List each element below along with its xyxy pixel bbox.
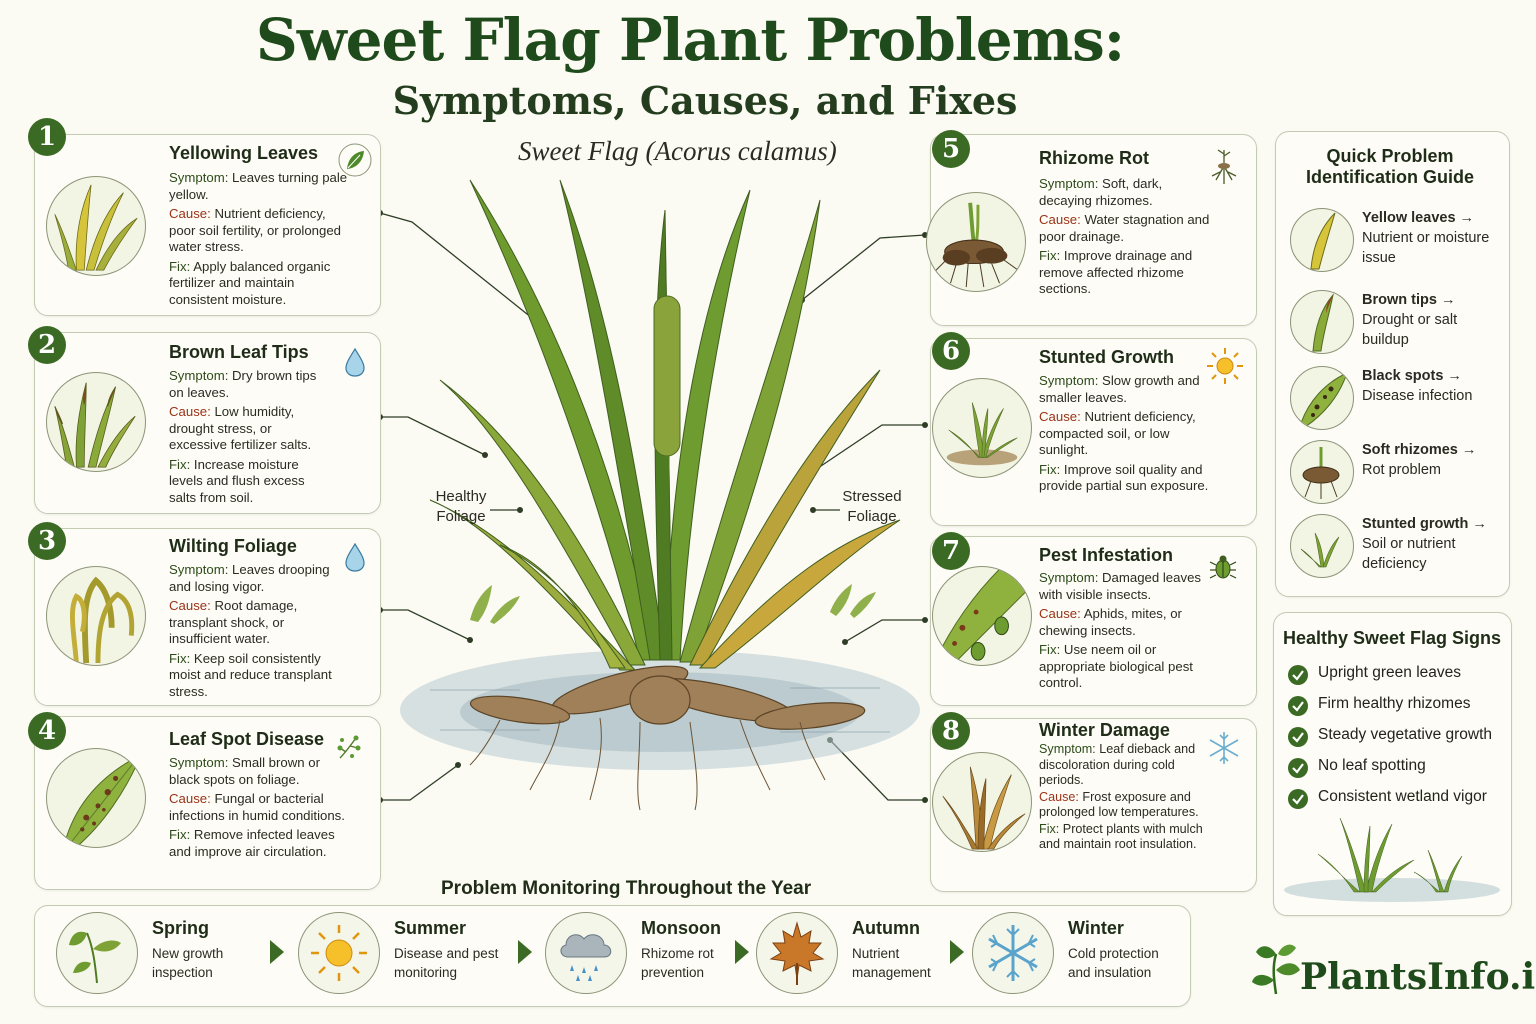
problem-body-3: Symptom: Leaves drooping and losing vigo…	[169, 562, 332, 699]
problem-number-3: 3	[28, 522, 66, 560]
leaf-icon	[338, 143, 372, 177]
guide-value: Soil or nutrient deficiency	[1362, 536, 1456, 572]
quick-guide-title: Quick Problem Identification Guide	[1305, 146, 1474, 187]
guide-key: Stunted growth →	[1362, 516, 1487, 532]
problem-title-6: Stunted Growth	[1039, 347, 1174, 367]
healthy-foliage-label: Healthy Foliage	[435, 488, 487, 525]
rain-cloud-icon	[545, 912, 627, 994]
problem-number-2: 2	[28, 326, 66, 364]
brown-tip-leaf-thumbnail	[1290, 290, 1354, 354]
problem-body-2: Symptom: Dry brown tips on leaves. Cause…	[169, 368, 317, 505]
healthy-signs-title: Healthy Sweet Flag Signs	[1282, 628, 1502, 648]
stunted-plant-thumbnail	[1290, 514, 1354, 578]
snowflake-icon	[1206, 730, 1242, 766]
brown-tips-illustration	[46, 372, 146, 472]
page-subtitle: Symptoms, Causes, and Fixes	[392, 78, 1018, 123]
healthy-plant-illustration	[1284, 817, 1500, 902]
problem-title-1: Yellowing Leaves	[169, 143, 319, 163]
sun-icon	[1205, 346, 1245, 386]
guide-item-soft-rhizomes: Soft rhizomes → Rot problem	[1290, 440, 1504, 510]
guide-item-stunted-growth: Stunted growth → Soil or nutrient deficie…	[1290, 514, 1504, 584]
arrow-icon	[518, 940, 532, 964]
spotted-leaf-thumbnail	[1290, 366, 1354, 430]
plant-caption: Sweet Flag (Acorus calamus)	[518, 136, 837, 166]
water-drop-icon	[338, 540, 372, 574]
monitoring-title: Problem Monitoring Throughout the Year	[441, 878, 812, 899]
guide-key: Yellow leaves →	[1362, 210, 1475, 226]
problem-title-5: Rhizome Rot	[1039, 148, 1149, 168]
guide-item-brown-tips: Brown tips → Drought or salt buildup	[1290, 290, 1504, 360]
healthy-signs-panel	[1273, 612, 1512, 916]
arrow-icon	[950, 940, 964, 964]
pest-infestation-illustration	[932, 566, 1032, 666]
winter-damage-illustration	[932, 752, 1032, 852]
arrow-icon	[270, 940, 284, 964]
problem-number-5: 5	[932, 130, 970, 168]
problem-body-8: Symptom: Leaf dieback and discoloration …	[1039, 742, 1203, 851]
guide-value: Rot problem	[1362, 462, 1441, 478]
brand-name[interactable]: PlantsInfo.in	[1300, 956, 1536, 998]
maple-leaf-icon	[756, 912, 838, 994]
snowflake-icon	[972, 912, 1054, 994]
fungus-icon	[332, 730, 366, 764]
rhizome-thumbnail	[1290, 440, 1354, 504]
problem-number-6: 6	[932, 332, 970, 370]
yellow-leaf-thumbnail	[1290, 208, 1354, 272]
check-icon	[1288, 789, 1308, 809]
water-drop-icon	[338, 345, 372, 379]
guide-value: Nutrient or moisture issue	[1362, 230, 1490, 266]
problem-body-4: Symptom: Small brown or black spots on f…	[169, 755, 345, 859]
check-icon	[1288, 696, 1308, 716]
sun-icon	[298, 912, 380, 994]
stressed-foliage-label: Stressed Foliage	[842, 488, 902, 525]
yellowing-leaves-illustration	[46, 176, 146, 276]
problem-number-1: 1	[28, 118, 66, 156]
check-icon	[1288, 727, 1308, 747]
check-icon	[1288, 665, 1308, 685]
page-title: Sweet Flag Plant Problems:	[255, 6, 1125, 74]
arrow-icon	[735, 940, 749, 964]
stunted-growth-illustration	[932, 378, 1032, 478]
problem-body-6: Symptom: Slow growth and smaller leaves.…	[1039, 373, 1209, 493]
problem-number-7: 7	[932, 532, 970, 570]
guide-key: Brown tips →	[1362, 292, 1456, 308]
roots-icon	[1204, 146, 1244, 186]
guide-key: Black spots →	[1362, 368, 1462, 384]
problem-title-4: Leaf Spot Disease	[169, 729, 325, 749]
check-icon	[1288, 758, 1308, 778]
guide-value: Drought or salt buildup	[1362, 312, 1458, 348]
beetle-icon	[1206, 550, 1240, 584]
problem-title-3: Wilting Foliage	[169, 536, 297, 556]
wilting-foliage-illustration	[46, 566, 146, 666]
problem-body-5: Symptom: Soft, dark, decaying rhizomes. …	[1039, 176, 1210, 296]
problem-title-2: Brown Leaf Tips	[169, 342, 309, 362]
guide-value: Disease infection	[1362, 388, 1473, 404]
problem-title-8: Winter Damage	[1039, 720, 1170, 740]
sprout-icon	[56, 912, 138, 994]
problem-title-7: Pest Infestation	[1039, 545, 1174, 565]
leaf-spot-illustration	[46, 748, 146, 848]
problem-number-8: 8	[932, 712, 970, 750]
rhizome-rot-illustration	[926, 192, 1026, 292]
guide-item-yellow-leaves: Yellow leaves → Nutrient or moisture issu…	[1290, 208, 1504, 278]
guide-key: Soft rhizomes →	[1362, 442, 1477, 458]
problem-body-7: Symptom: Damaged leaves with visible ins…	[1039, 570, 1201, 690]
guide-item-black-spots: Black spots → Disease infection	[1290, 366, 1504, 436]
problem-number-4: 4	[28, 712, 66, 750]
problem-body-1: Symptom: Leaves turning pale yellow. Cau…	[169, 170, 348, 307]
brand-leaf-logo	[1252, 944, 1300, 995]
